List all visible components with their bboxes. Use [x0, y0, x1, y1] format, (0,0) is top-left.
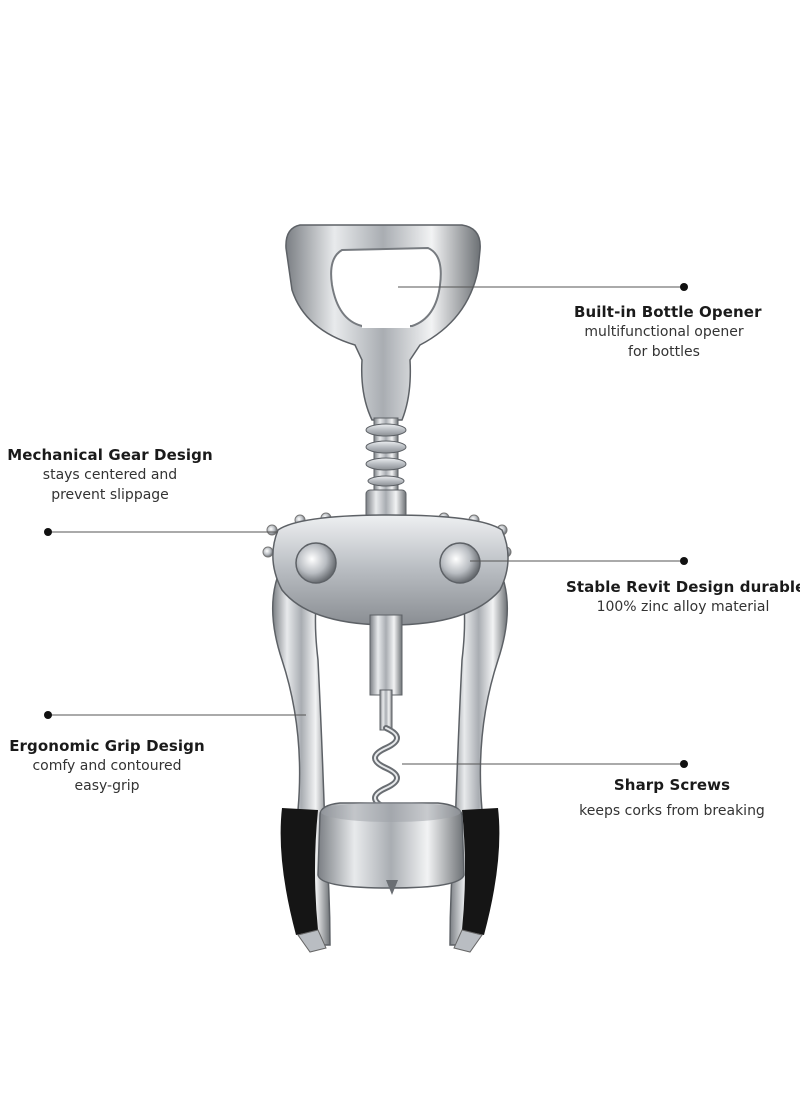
callout-desc: comfy and contoured easy-grip	[2, 756, 212, 796]
bottle-opener-handle	[285, 224, 481, 421]
callout-title: Built-in Bottle Opener	[574, 303, 762, 321]
callout-rivet: Stable Revit Design durable 100% zinc al…	[566, 577, 800, 617]
callout-desc: 100% zinc alloy material	[566, 597, 800, 617]
callout-title: Ergonomic Grip Design	[9, 737, 205, 755]
callout-desc-line: multifunctional opener	[584, 324, 744, 340]
callout-grip: Ergonomic Grip Design comfy and contoure…	[2, 736, 212, 796]
callout-title: Mechanical Gear Design	[7, 446, 213, 464]
callout-desc: multifunctional opener for bottles	[574, 322, 754, 362]
callout-screws: Sharp Screws keeps corks from breaking	[568, 775, 776, 821]
callout-desc-line: comfy and contoured	[32, 758, 182, 774]
callout-gear: Mechanical Gear Design stays centered an…	[2, 445, 218, 505]
gear-shaft	[365, 417, 407, 521]
callout-desc-line: stays centered and	[42, 467, 178, 483]
callout-desc-line: for bottles	[628, 344, 700, 360]
callout-desc-line: 100% zinc alloy material	[596, 599, 770, 615]
callout-desc-line: prevent slippage	[51, 487, 169, 503]
callout-desc: stays centered and prevent slippage	[2, 465, 218, 505]
callout-desc: keeps corks from breaking	[568, 801, 776, 821]
callout-title: Sharp Screws	[613, 776, 731, 794]
callout-desc-line: keeps corks from breaking	[579, 803, 765, 819]
right-wing-arm	[438, 512, 512, 953]
callout-bottle-opener: Built-in Bottle Opener multifunctional o…	[574, 302, 762, 362]
callout-title: Stable Revit Design durable	[566, 578, 800, 596]
callout-desc-line: easy-grip	[74, 778, 140, 794]
bell-base	[317, 802, 465, 895]
corkscrew-head	[272, 514, 509, 626]
screw-spindle	[369, 614, 403, 811]
left-wing-arm	[262, 512, 332, 953]
